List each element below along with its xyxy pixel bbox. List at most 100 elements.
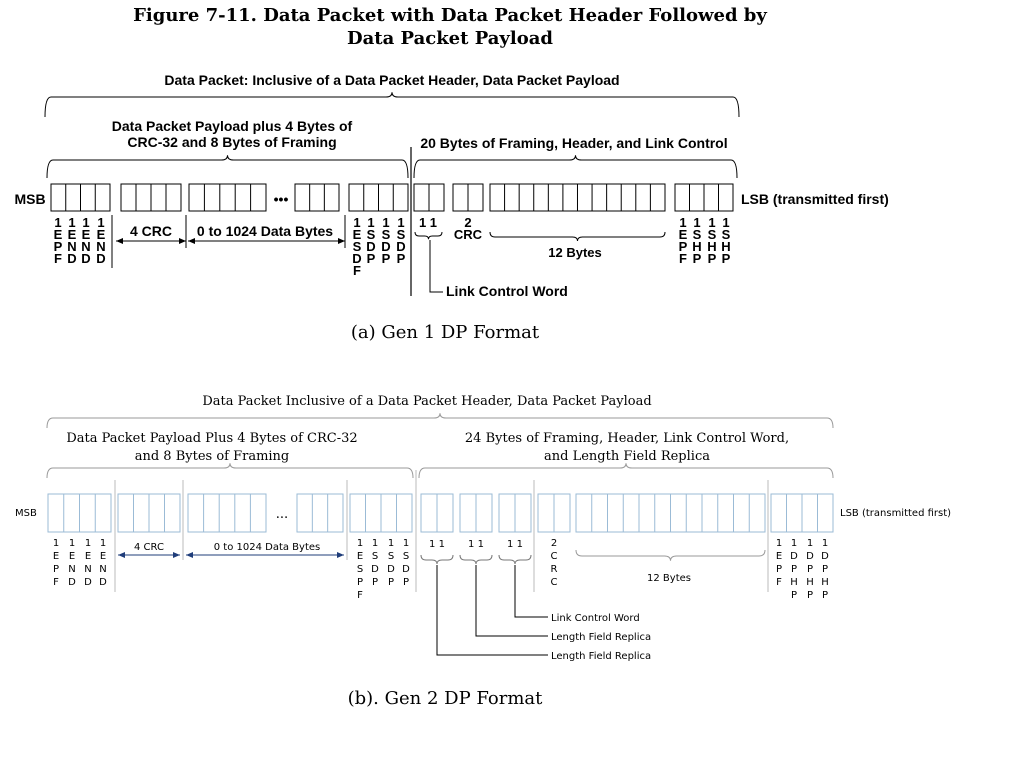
gen2-data-arrow-head-left (186, 552, 193, 558)
figure-title-line2: Data Packet Payload (347, 28, 553, 49)
gen1-epf-shp-label: E (679, 227, 688, 242)
gen2-pair-digits: 1 1 (507, 539, 523, 550)
gen2-epf-end-label: E (53, 551, 59, 562)
gen2-edpf-sdp-label: 1 (357, 538, 363, 549)
gen1-edpf-sdp-label: P (367, 251, 376, 266)
figure-title-line1: Figure 7-11. Data Packet with Data Packe… (133, 5, 767, 26)
gen2-epf-dph-label: P (791, 564, 797, 575)
gen1-edpf-sdp-label: D (366, 239, 375, 254)
gen1-payload-brace-label: Data Packet Payload plus 4 Bytes of (112, 118, 353, 134)
gen2-epf-end-label: E (85, 551, 91, 562)
gen1-epf-end-label: 1 (54, 215, 61, 230)
gen1-epf-end-label: 1 (68, 215, 75, 230)
gen2-payload-brace (46, 463, 414, 479)
gen1-lcw-digits: 1 1 (419, 215, 437, 230)
gen2-edpf-sdp-label: D (387, 564, 395, 575)
gen2-epf-dph-label: P (791, 590, 797, 601)
gen2-callout-leader (436, 565, 548, 656)
gen2-edpf-sdp-label: S (403, 551, 409, 562)
gen1-epf-end-label: N (96, 239, 105, 254)
gen2-caption: (b). Gen 2 DP Format (347, 688, 543, 709)
gen1-crc2-label: 2 (464, 215, 471, 230)
gen1-edpf-sdp-label: P (397, 251, 406, 266)
gen2-payload-brace-label: and 8 Bytes of Framing (135, 449, 290, 464)
gen2-data-cells-b (296, 493, 344, 533)
gen2-edpf-sdp-label: P (388, 577, 394, 588)
gen1-epf-end-label: P (54, 239, 63, 254)
gen2-epf-dph-label: 1 (807, 538, 813, 549)
gen2-epf-end-label: 1 (69, 538, 75, 549)
gen1-epf-end-label: F (54, 251, 62, 266)
gen2-edpf-sdp-label: S (388, 551, 394, 562)
gen2-framing-brace-label: and Length Field Replica (544, 449, 710, 464)
gen2-edpf-sdp-label: P (372, 577, 378, 588)
gen2-epf-dph-label: P (807, 564, 813, 575)
gen1-lsb-label: LSB (transmitted first) (741, 191, 889, 207)
gen1-epf-shp-label: 1 (693, 215, 700, 230)
gen1-framing-brace-label: 20 Bytes of Framing, Header, and Link Co… (420, 135, 727, 151)
gen1-top-brace (44, 92, 740, 118)
gen2-pair-brace (420, 554, 454, 565)
gen2-pair-digits: 1 1 (468, 539, 484, 550)
gen1-crc-arrow-head-right (179, 238, 186, 244)
gen2-framing-brace (418, 463, 834, 479)
gen1-12bytes-brace (489, 231, 666, 242)
gen1-epf-end-label: 1 (97, 215, 104, 230)
gen2-pair-digits: 1 1 (429, 539, 445, 550)
gen1-epf-shp-label: H (721, 239, 730, 254)
gen2-edpf-sdp-label: D (371, 564, 379, 575)
gen2-data-cells-a (187, 493, 267, 533)
gen2-epf-dph-label: P (822, 564, 828, 575)
gen1-epf-shp-label: S (693, 227, 702, 242)
gen1-data-label: 0 to 1024 Data Bytes (197, 223, 333, 239)
gen1-crc2-label: CRC (454, 227, 483, 242)
gen1-top-brace-label: Data Packet: Inclusive of a Data Packet … (164, 72, 619, 88)
gen1-epf-end-label: E (68, 227, 77, 242)
gen1-payload-brace-label: CRC-32 and 8 Bytes of Framing (127, 134, 336, 150)
gen1-edpf-sdp-label: 1 (353, 215, 360, 230)
gen2-epf-end-label: 1 (53, 538, 59, 549)
gen2-payload-brace-label: Data Packet Payload Plus 4 Bytes of CRC-… (66, 431, 357, 446)
gen1-epf-end-label: N (81, 239, 90, 254)
gen1-12bytes-label: 12 Bytes (548, 245, 601, 260)
gen2-msb-label: MSB (15, 508, 37, 519)
gen1-epf-shp-label: P (693, 251, 702, 266)
gen2-epf-end-label: E (100, 551, 106, 562)
gen1-link-control-label: Link Control Word (446, 283, 568, 299)
gen1-lcw-leader (429, 240, 443, 293)
gen2-data-label: 0 to 1024 Data Bytes (214, 542, 321, 553)
gen1-data-cells-a (188, 183, 267, 212)
gen2-crc2-label: C (551, 551, 558, 562)
gen2-ellipsis: ... (276, 507, 288, 522)
gen1-edpf-sdp-label: S (353, 239, 362, 254)
gen1-epf-end-label: D (67, 251, 76, 266)
gen2-top-brace-label: Data Packet Inclusive of a Data Packet H… (202, 394, 651, 409)
gen1-epf-shp-label: 1 (708, 215, 715, 230)
gen2-pair-brace (459, 554, 493, 565)
gen1-ellipsis: ••• (274, 191, 289, 207)
gen2-edpf-sdp-label: S (372, 551, 378, 562)
gen2-epf-dph-label: F (776, 577, 782, 588)
gen2-data-arrow-head-right (337, 552, 344, 558)
gen2-12bytes-brace (575, 549, 766, 561)
gen2-edpf-sdp-label: P (357, 577, 363, 588)
gen2-crc-arrow-head-left (118, 552, 125, 558)
gen2-framing-brace-label: 24 Bytes of Framing, Header, Link Contro… (465, 431, 789, 446)
gen1-epf-shp-label: P (708, 251, 717, 266)
gen2-epf-dph-label: 1 (822, 538, 828, 549)
gen1-crc-label: 4 CRC (130, 223, 172, 239)
gen2-lsb-label: LSB (transmitted first) (840, 508, 951, 519)
gen1-epf-shp-label: S (708, 227, 717, 242)
gen2-epf-end-label: F (53, 577, 59, 588)
gen1-epf-end-label: E (97, 227, 106, 242)
gen2-epf-dph-label: P (776, 564, 782, 575)
gen2-epf-dph-label: H (806, 577, 814, 588)
gen2-epf-dph-label: H (821, 577, 829, 588)
gen1-lcw-brace (414, 231, 443, 240)
gen1-edpf-sdp-label: 1 (397, 215, 404, 230)
gen1-payload-brace (46, 155, 409, 179)
gen2-crc2-label: R (551, 564, 558, 575)
gen2-edpf-sdp-label: E (357, 551, 363, 562)
gen2-callout-label: Length Field Replica (551, 632, 651, 643)
gen2-edpf-sdp-label: 1 (388, 538, 394, 549)
